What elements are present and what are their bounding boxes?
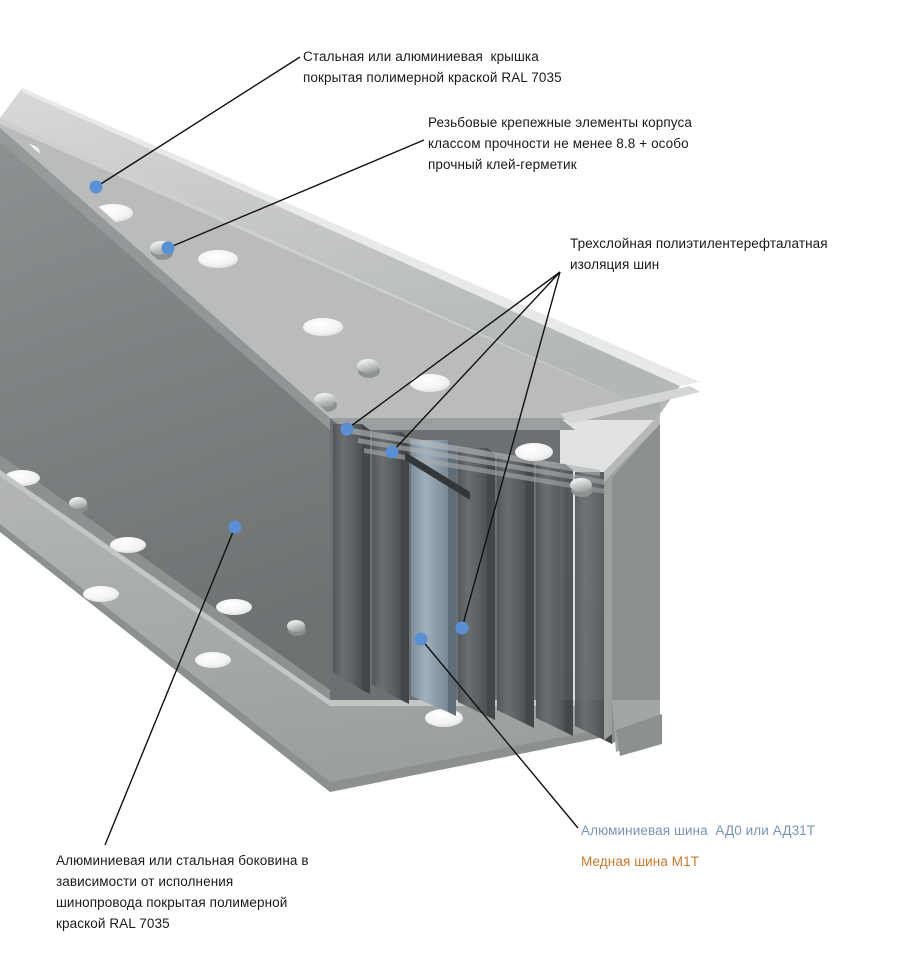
callout-cover-text: Стальная или алюминиевая крышка покрытая…: [303, 49, 562, 85]
callout-insulation-text: Трехслойная полиэтилентерефталатная изол…: [570, 236, 828, 272]
side-panel-marker-dot: [228, 520, 242, 534]
callout-markers: [89, 180, 469, 646]
insulation-marker-dot-3: [455, 621, 469, 635]
leader-lines: [95, 56, 579, 846]
stack-ridges: [352, 428, 612, 495]
busbar-marker-dot: [414, 632, 428, 646]
insulation-marker-dot-2: [385, 445, 399, 459]
cover-marker-dot: [89, 180, 103, 194]
callout-aluminium-bus-text: Алюминиевая шина АД0 или АД31Т: [581, 823, 816, 838]
callout-fasteners-text: Резьбовые крепежные элементы корпуса кла…: [428, 115, 692, 172]
callout-side-panel-text: Алюминиевая или стальная боковина в зави…: [56, 853, 309, 931]
right-end-profile: [560, 392, 662, 756]
callout-copper-bus-text: Медная шина М1Т: [581, 854, 700, 869]
side-panel-perforations: [4, 470, 306, 636]
fastener-marker-dot: [161, 241, 175, 255]
right-cover-overhang: [515, 386, 700, 497]
insulation-marker-dot-1: [340, 422, 354, 436]
